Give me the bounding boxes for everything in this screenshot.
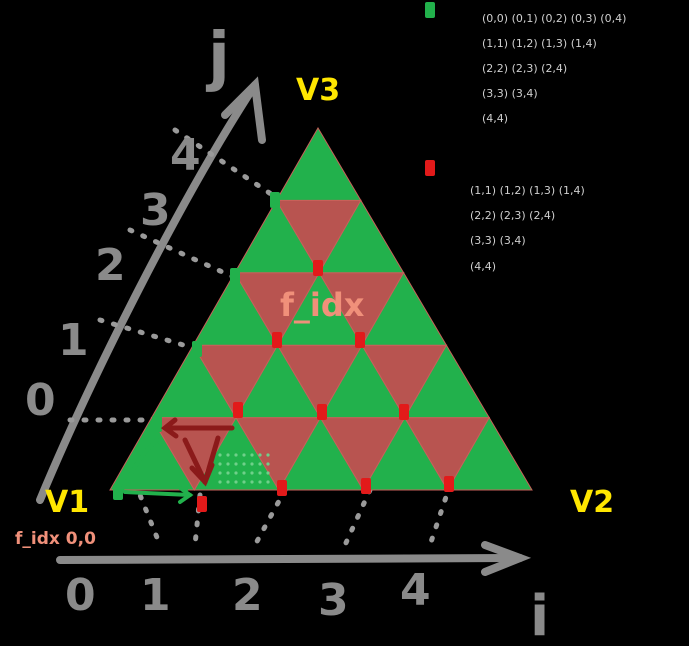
red-legend-row: (3,3) (3,4): [470, 234, 526, 247]
green-legend-row: (1,1) (1,2) (1,3) (1,4): [482, 37, 597, 50]
triangle-mesh: [109, 127, 533, 491]
hatch-dot: [242, 453, 246, 457]
green-legend-row: (0,0) (0,1) (0,2) (0,3) (0,4): [482, 12, 626, 25]
hatch-dot: [218, 453, 222, 457]
green-face: [446, 416, 533, 491]
first-face-hatch: [218, 453, 270, 484]
j-tick-4: 4: [170, 130, 201, 181]
hatch-dot: [234, 453, 238, 457]
red-vertex-marker: [197, 496, 207, 512]
i-tick-4: 4: [400, 565, 431, 616]
hatch-dot: [234, 480, 238, 484]
face-index-label: f_idx: [280, 286, 365, 324]
i-tick-1: 1: [140, 570, 171, 621]
green-legend-row: (3,3) (3,4): [482, 87, 538, 100]
red-vertex-marker: [277, 480, 287, 496]
red-legend-marker: [425, 160, 435, 176]
i-tick-3: 3: [318, 575, 349, 626]
red-vertex-marker: [355, 332, 365, 348]
hatch-dot: [258, 453, 262, 457]
green-face: [318, 199, 405, 274]
hatch-dot: [218, 471, 222, 475]
j-axis-label: j: [205, 20, 230, 94]
vertex-label-v1: V1: [45, 485, 89, 520]
green-legend-row: (4,4): [482, 112, 508, 125]
green-legend-row: (2,2) (2,3) (2,4): [482, 62, 567, 75]
hatch-dot: [242, 471, 246, 475]
j-tick-1: 1: [58, 315, 89, 366]
red-face-arrows: [160, 417, 235, 487]
hatch-dot: [226, 462, 230, 466]
j-axis: [36, 76, 266, 504]
red-legend-row: (2,2) (2,3) (2,4): [470, 209, 555, 222]
hatch-dot: [266, 480, 270, 484]
hatch-dot: [234, 462, 238, 466]
j-tick-0: 0: [25, 375, 56, 426]
red-vertex-marker: [444, 476, 454, 492]
green-face: [361, 271, 448, 346]
green-legend: (0,0) (0,1) (0,2) (0,3) (0,4) (1,1) (1,2…: [482, 12, 626, 125]
hatch-dot: [242, 462, 246, 466]
red-vertex-marker: [272, 332, 282, 348]
red-vertex-marker: [313, 260, 323, 276]
green-vertex-marker: [152, 416, 162, 432]
vertex-markers: [113, 192, 454, 512]
green-face-arrows: [120, 438, 194, 504]
i-tick-0: 0: [65, 570, 96, 621]
hatch-dot: [250, 453, 254, 457]
red-legend: (1,1) (1,2) (1,3) (1,4) (2,2) (2,3) (2,4…: [470, 184, 585, 273]
i-axis-label: i: [530, 584, 549, 646]
hatch-dot: [250, 480, 254, 484]
i-tick-2: 2: [232, 570, 263, 621]
hatch-dot: [258, 471, 262, 475]
hatch-dot: [242, 480, 246, 484]
red-legend-row: (4,4): [470, 260, 496, 273]
j-tick-3: 3: [140, 185, 171, 236]
hatch-dot: [258, 480, 262, 484]
hatch-dot: [218, 462, 222, 466]
hatch-dot: [218, 480, 222, 484]
hatch-dot: [226, 471, 230, 475]
face-index-origin-label: f_idx 0,0: [15, 529, 96, 549]
red-legend-row: (1,1) (1,2) (1,3) (1,4): [470, 184, 585, 197]
green-face: [403, 344, 491, 419]
hatch-dot: [258, 462, 262, 466]
hatch-dot: [226, 480, 230, 484]
hatch-dot: [266, 453, 270, 457]
green-vertex-marker: [113, 484, 123, 500]
green-vertex-marker: [230, 268, 240, 284]
i-axis: [56, 541, 532, 576]
red-vertex-marker: [399, 404, 409, 420]
hatch-dot: [266, 471, 270, 475]
hatch-dot: [250, 462, 254, 466]
red-vertex-marker: [233, 402, 243, 418]
red-vertex-marker: [361, 478, 371, 494]
green-legend-marker: [425, 2, 435, 18]
green-face: [275, 127, 362, 201]
hatch-dot: [266, 462, 270, 466]
vertex-label-v2: V2: [570, 485, 614, 520]
hatch-dot: [250, 471, 254, 475]
vertex-label-v3: V3: [296, 73, 340, 108]
green-vertex-marker: [270, 192, 280, 208]
hatch-dot: [226, 453, 230, 457]
green-vertex-marker: [192, 341, 202, 357]
red-vertex-marker: [317, 404, 327, 420]
hatch-dot: [234, 471, 238, 475]
j-tick-2: 2: [95, 240, 126, 291]
